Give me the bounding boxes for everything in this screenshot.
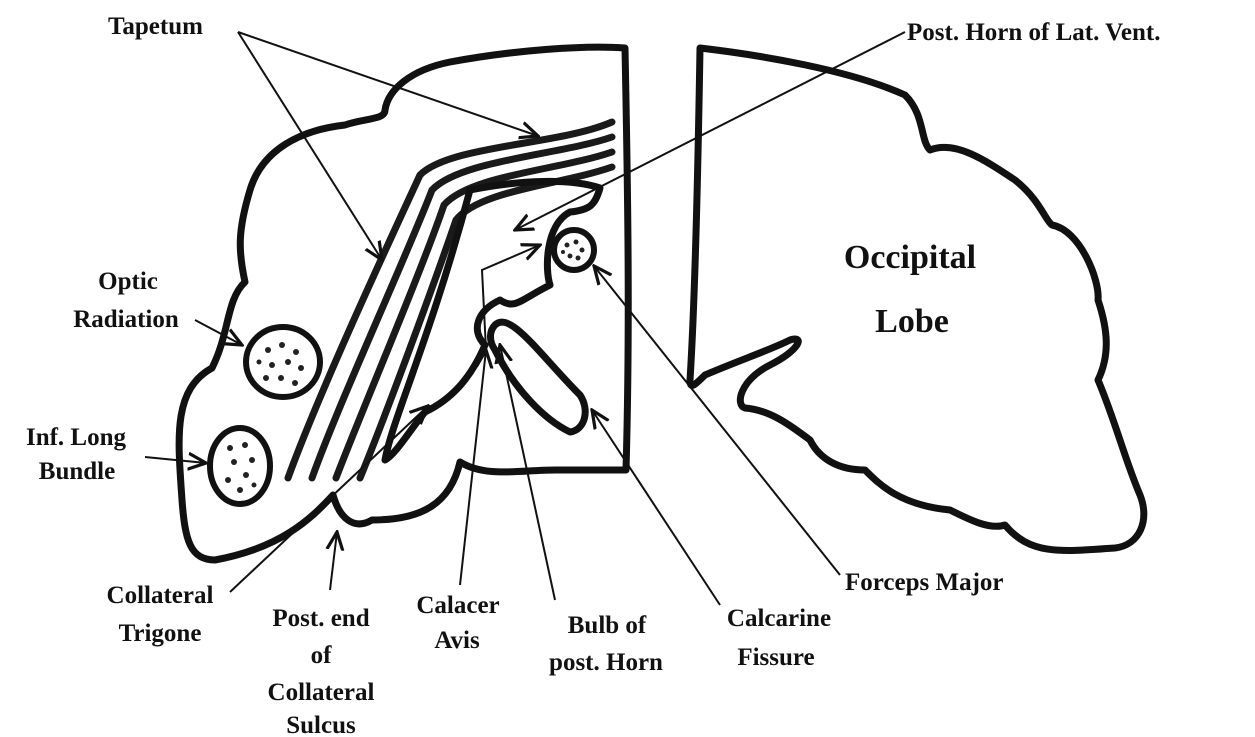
label-calcar-avis-1: Calacer: [416, 592, 499, 619]
label-post-end-sulcus-3: Collateral: [268, 679, 375, 706]
label-post-end-sulcus-2: of: [311, 642, 333, 669]
label-occipital: Occipital: [844, 239, 976, 276]
label-calcarine-fissure-2: Fissure: [737, 644, 814, 671]
label-post-end-sulcus-4: Sulcus: [286, 712, 356, 737]
label-optic-radiation-1: Optic: [98, 268, 158, 295]
label-tapetum: Tapetum: [108, 13, 203, 40]
leader-inf-long-bundle: [145, 457, 206, 463]
label-collateral-trigone-2: Trigone: [119, 620, 202, 647]
label-calcar-avis-2: Avis: [434, 627, 480, 654]
label-calcarine-fissure-1: Calcarine: [727, 605, 831, 632]
leader-tapetum-2: [238, 32, 382, 260]
leader-calcarine-fissure: [592, 410, 720, 605]
label-inf-long-bundle-2: Bundle: [39, 458, 115, 485]
leader-tapetum-1: [238, 32, 538, 136]
label-post-end-sulcus-1: Post. end: [272, 605, 369, 632]
label-bulb-post-horn-1: Bulb of: [568, 612, 647, 639]
label-post-horn-lat-vent: Post. Horn of Lat. Vent.: [907, 19, 1160, 46]
leader-post-end-collateral-sulcus: [330, 532, 337, 590]
occipital-lobe-outline: [690, 48, 1144, 550]
label-collateral-trigone-1: Collateral: [107, 582, 214, 609]
leader-forceps-major: [594, 266, 840, 575]
label-lobe: Lobe: [875, 303, 949, 340]
label-forceps-major: Forceps Major: [845, 569, 1004, 596]
label-bulb-post-horn-2: post. Horn: [549, 649, 663, 676]
label-optic-radiation-2: Radiation: [73, 306, 179, 333]
label-inf-long-bundle-1: Inf. Long: [26, 424, 127, 451]
calcarine-fissure: [490, 322, 585, 432]
forceps-major-bundle: [554, 230, 594, 270]
